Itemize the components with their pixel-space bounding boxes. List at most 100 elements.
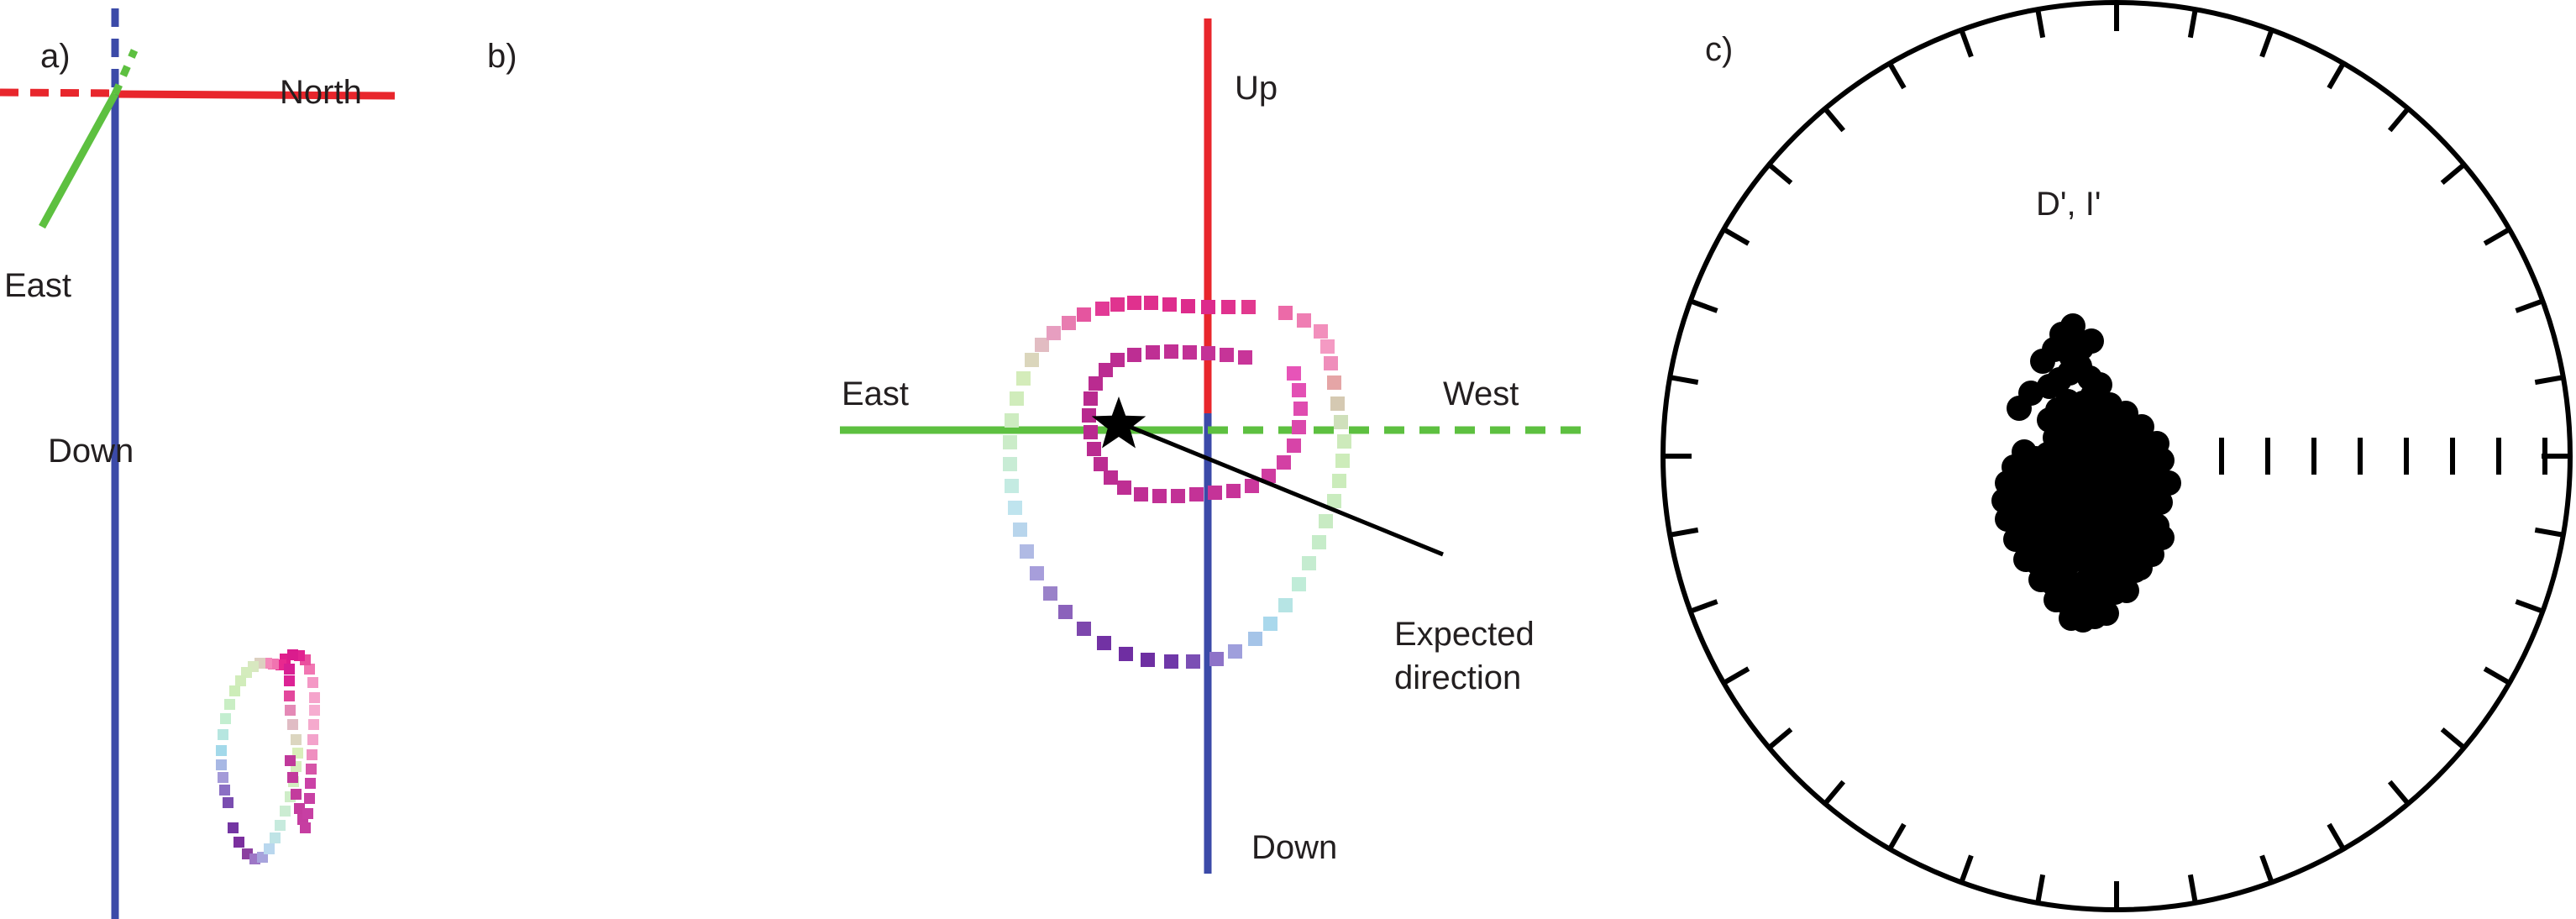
data-point	[294, 803, 305, 814]
data-point	[1209, 652, 1224, 666]
data-point	[1324, 356, 1338, 370]
direction-point	[2030, 349, 2055, 374]
data-point	[1238, 350, 1252, 365]
d-prime-i-prime-label: D', I'	[2036, 186, 2101, 223]
data-point	[1226, 484, 1241, 498]
data-point	[1141, 653, 1155, 667]
data-point	[1099, 363, 1113, 377]
panel-a-data-points	[216, 649, 320, 864]
data-point	[1220, 348, 1234, 362]
data-point	[1293, 402, 1308, 416]
azimuth-tick	[1823, 107, 1846, 133]
data-point	[1134, 487, 1148, 502]
data-point	[1110, 297, 1125, 312]
azimuth-tick	[1722, 227, 1750, 246]
data-point	[285, 755, 296, 766]
direction-point	[2156, 470, 2181, 496]
axis-north-dashed	[0, 88, 116, 97]
data-point	[287, 772, 298, 783]
expected-direction-label-line2: direction	[1394, 659, 1521, 696]
azimuth-tick	[1689, 298, 1718, 313]
data-point	[1337, 434, 1351, 449]
direction-point	[2007, 396, 2032, 421]
azimuth-tick	[2440, 727, 2466, 750]
data-point	[216, 745, 227, 756]
data-point	[1277, 455, 1291, 470]
axis-north-solid	[114, 90, 396, 100]
azimuth-tick	[2534, 375, 2564, 386]
data-point	[1097, 636, 1111, 650]
panel-c-stereonet: c) D', I'	[1660, 0, 2573, 912]
data-point	[1332, 474, 1346, 488]
azimuth-tick	[2259, 29, 2274, 58]
data-point	[1110, 353, 1125, 367]
panel-b-data-points	[1003, 296, 1351, 669]
data-point	[304, 664, 315, 675]
azimuth-tick	[2187, 874, 2198, 904]
data-point	[1146, 345, 1160, 360]
data-point	[1319, 514, 1333, 528]
data-point	[1320, 339, 1335, 354]
data-point	[1292, 420, 1306, 434]
expected-direction-leader-line	[1129, 424, 1444, 557]
data-point	[241, 667, 252, 678]
data-point	[220, 713, 231, 724]
data-point	[1171, 489, 1185, 503]
data-point	[1287, 438, 1301, 453]
data-point	[1117, 481, 1131, 495]
data-point	[1201, 346, 1215, 360]
data-point	[309, 692, 320, 703]
data-point	[1314, 324, 1328, 339]
data-point	[1297, 313, 1311, 328]
data-point	[219, 785, 230, 796]
data-point	[1013, 523, 1027, 537]
azimuth-tick	[2440, 162, 2466, 186]
azimuth-tick	[2483, 227, 2511, 246]
panel-a-axes	[0, 8, 396, 919]
panel-b-axes	[840, 18, 1582, 874]
panel-c-tag: c)	[1705, 31, 1733, 68]
azimuth-tick	[2515, 599, 2544, 614]
data-point	[1245, 479, 1259, 493]
azimuth-tick	[2534, 527, 2564, 538]
data-point	[284, 675, 295, 686]
data-point	[287, 649, 298, 660]
data-point	[1330, 396, 1345, 411]
panel-b-east-label: East	[842, 375, 909, 412]
data-point	[1181, 299, 1195, 313]
azimuth-tick	[1669, 375, 1699, 386]
data-point	[1058, 605, 1073, 619]
azimuth-tick	[2327, 61, 2346, 90]
azimuth-tick	[1887, 61, 1907, 90]
data-point	[1010, 391, 1024, 406]
data-point	[1030, 566, 1044, 580]
data-point	[1208, 486, 1222, 500]
azimuth-tick	[2035, 8, 2046, 39]
azimuth-tick	[1722, 666, 1750, 685]
data-point	[1278, 306, 1293, 320]
data-point	[1292, 577, 1306, 591]
data-point	[1062, 316, 1076, 330]
data-point	[1047, 326, 1061, 340]
data-point	[1248, 632, 1262, 646]
data-point	[1183, 345, 1197, 360]
direction-point	[2079, 328, 2104, 354]
data-point	[1083, 425, 1098, 439]
expected-direction-label-line1: Expected	[1394, 616, 1535, 653]
data-point	[1327, 494, 1341, 508]
azimuth-tick	[2483, 666, 2511, 685]
azimuth-tick	[2035, 874, 2046, 904]
data-point	[235, 675, 246, 686]
azimuth-tick	[1959, 854, 1974, 884]
panel-b-up-label: Up	[1235, 70, 1278, 107]
azimuth-tick	[1767, 162, 1793, 186]
panel-a-zijderveld: a) North East Down	[0, 8, 396, 919]
data-point	[218, 772, 228, 783]
stereonet-radial-ticks	[2219, 438, 2547, 475]
data-point	[307, 677, 318, 688]
data-point	[1189, 487, 1204, 502]
data-point	[1035, 338, 1049, 352]
azimuth-tick	[1767, 727, 1793, 750]
azimuth-tick	[1689, 599, 1718, 614]
